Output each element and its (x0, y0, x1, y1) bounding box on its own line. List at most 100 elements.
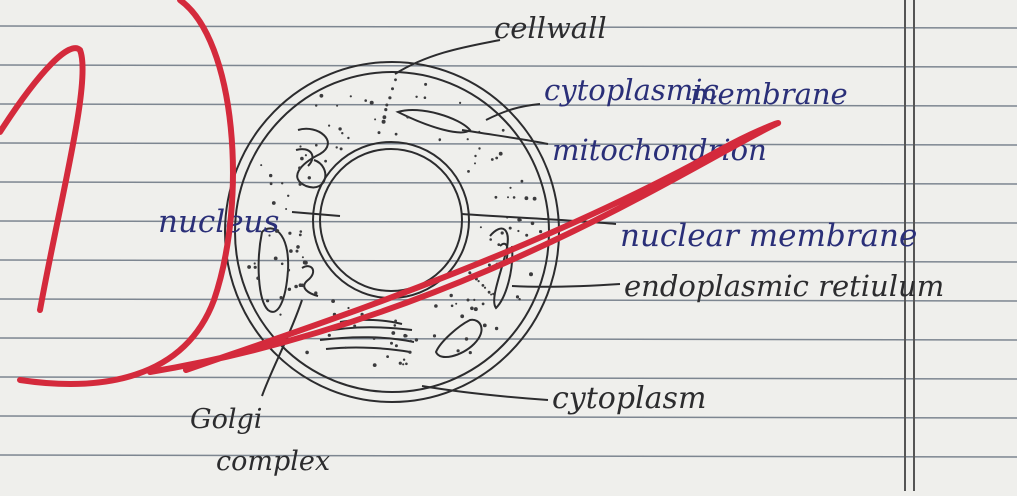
stipple-dot (382, 120, 386, 124)
stipple-dot (314, 291, 317, 294)
stipple-dot (260, 164, 262, 166)
nuclear-membrane-outline (320, 149, 462, 291)
stipple-dot (513, 196, 516, 199)
stipple-dot (531, 222, 535, 226)
mitochondrion-shape (398, 110, 470, 132)
stipple-dot (509, 227, 512, 230)
leader-nucleus (292, 212, 340, 216)
stipple-dot (525, 196, 529, 200)
stipple-dot (304, 261, 308, 265)
stipple-dot (424, 83, 427, 86)
label-mitochondrion: mitochondrion (552, 133, 767, 167)
stipple-dot (288, 232, 291, 235)
stipple-dot (467, 138, 469, 140)
stipple-dot (521, 180, 524, 183)
stipple-dot (405, 363, 408, 366)
stipple-dot (467, 299, 470, 302)
stipple-dot (299, 234, 302, 237)
stipple-dot (385, 104, 388, 107)
stipple-dot (465, 337, 468, 340)
stipple-dot (488, 291, 491, 294)
stipple-dot (483, 324, 487, 328)
stipple-dot (254, 266, 257, 269)
stipple-dot (403, 359, 405, 361)
stipple-dot (484, 287, 486, 289)
stipple-dot (370, 101, 374, 105)
stipple-dot (305, 351, 309, 355)
stipple-dot (495, 196, 498, 199)
label-cell-wall: cellwall (494, 11, 607, 45)
stipple-dot (280, 296, 283, 299)
stipple-dot (497, 243, 500, 246)
stipple-dot (405, 335, 408, 338)
stipple-dot (296, 245, 300, 249)
stipple-dot (395, 133, 398, 136)
stipple-dot (408, 351, 411, 354)
stipple-dot (373, 363, 377, 367)
stipple-dot (450, 294, 453, 297)
stipple-dot (434, 304, 438, 308)
stipple-dot (320, 94, 324, 98)
stipple-dot (300, 157, 304, 161)
stipple-dot (269, 174, 272, 177)
stipple-dot (256, 277, 259, 280)
stipple-dot (495, 327, 498, 330)
stipple-dot (299, 283, 303, 287)
stipple-dot (509, 187, 511, 189)
stipple-dot (424, 96, 427, 99)
marker-circle (20, 0, 233, 384)
stipple-dot (482, 303, 485, 306)
stipple-dot (474, 155, 476, 157)
leader-mitochondrion (462, 130, 548, 144)
stipple-dot (489, 238, 492, 241)
label-golgi: Golgi (190, 404, 262, 435)
stipple-dot (391, 87, 394, 90)
stipple-dot (336, 105, 338, 107)
label-complex: complex (216, 446, 330, 477)
stipple-dot (402, 363, 404, 365)
stipple-dot (459, 102, 461, 104)
leader-cytoplasm (422, 386, 548, 400)
rule-line (0, 143, 1017, 145)
label-nucleus: nucleus (158, 204, 279, 240)
label-membrane: membrane (690, 77, 848, 111)
stipple-dot (474, 162, 476, 164)
stipple-dot (468, 271, 471, 274)
red-annotation (0, 0, 778, 384)
stipple-dot (457, 349, 460, 352)
stipple-dot (539, 230, 542, 233)
stipple-dot (287, 269, 290, 272)
stipple-dot (373, 337, 376, 340)
stipple-dot (480, 226, 482, 228)
stipple-dot (478, 280, 480, 282)
stipple-dot (386, 355, 389, 358)
stipple-dot (302, 256, 304, 258)
stipple-dot (474, 307, 478, 311)
stipple-dot (324, 160, 327, 163)
stipple-dot (353, 325, 356, 328)
stipple-dot (299, 183, 302, 186)
stipple-dot (394, 320, 397, 323)
stipple-dot (281, 263, 284, 266)
stipple-dot (529, 272, 533, 276)
stipple-dot (516, 295, 519, 298)
stipple-dot (415, 338, 418, 341)
stipple-dot (384, 108, 387, 111)
stipple-dot (499, 152, 503, 156)
stipple-dot (455, 303, 457, 305)
stipple-dot (517, 230, 519, 232)
stipple-dot (331, 299, 335, 303)
stipple-dot (308, 176, 311, 179)
stipple-dot (478, 147, 480, 149)
stipple-dot (254, 262, 256, 264)
stipple-dot (492, 293, 494, 295)
leader-cell-wall (395, 40, 500, 74)
stipple-dot (315, 144, 318, 147)
stipple-dot (299, 145, 301, 147)
label-nuclear-membrane: nuclear membrane (620, 218, 917, 254)
stipple-dot (460, 314, 464, 318)
stipple-dot (525, 234, 528, 237)
stipple-dot (289, 249, 293, 253)
stipple-dot (519, 219, 521, 221)
